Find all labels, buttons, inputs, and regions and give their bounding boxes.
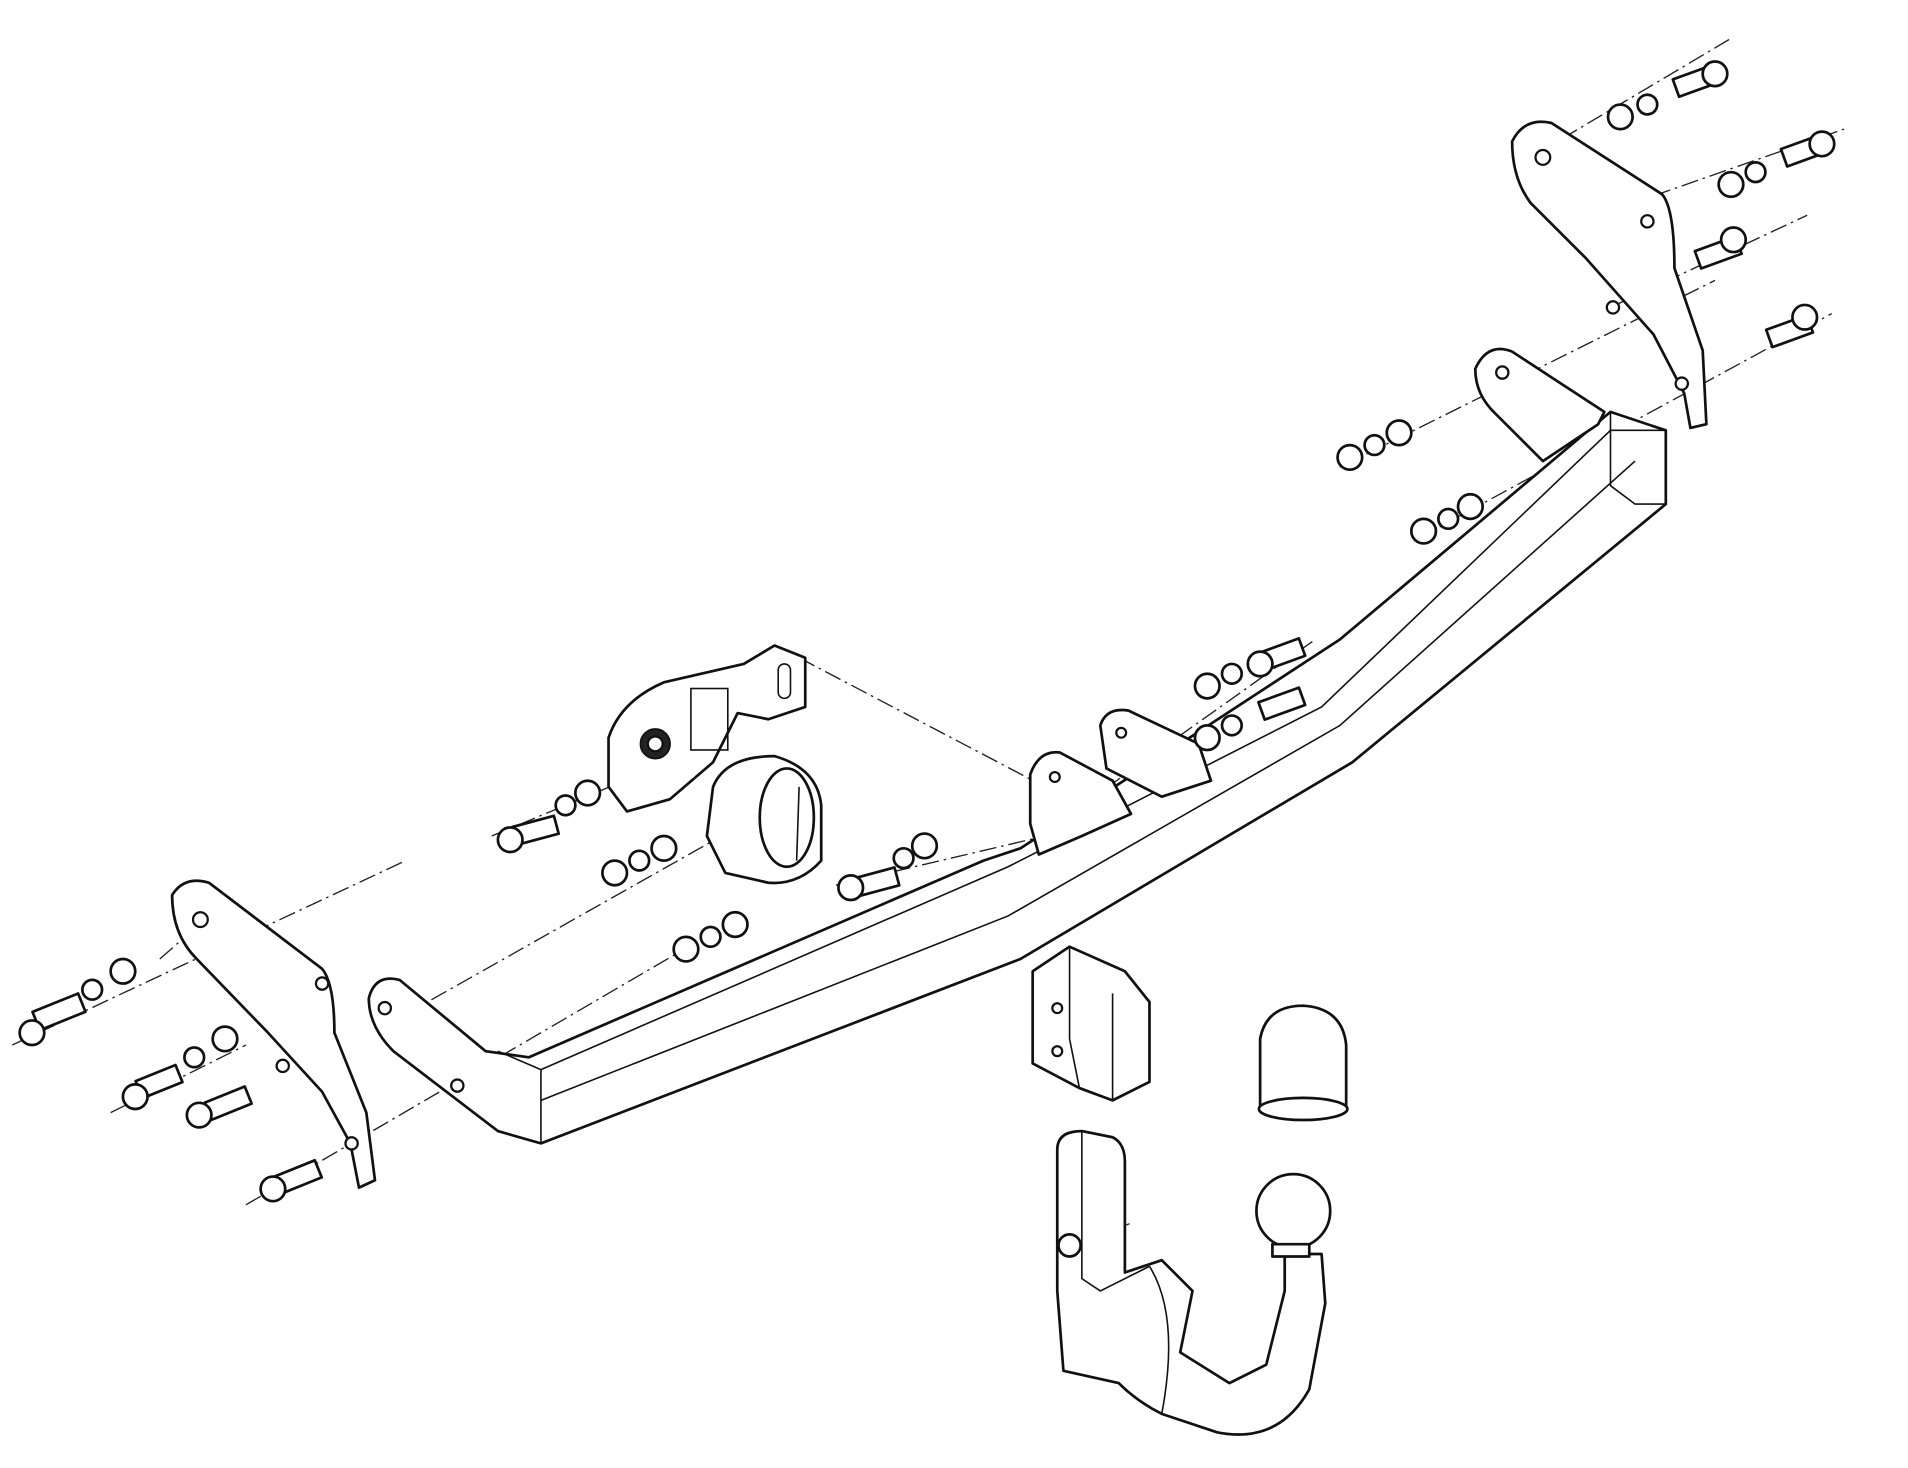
locking-pin (1057, 1233, 1082, 1258)
washer (1717, 170, 1745, 199)
tow-ball-neck (1055, 1129, 1332, 1436)
washer (910, 832, 939, 860)
washer (1193, 672, 1221, 700)
bolt (1671, 60, 1729, 99)
nut (650, 834, 678, 862)
bolt (837, 866, 901, 902)
washer (109, 957, 137, 985)
washer (554, 794, 577, 817)
right-vehicle-plate (1510, 120, 1708, 430)
washer (81, 978, 104, 1001)
washer (1437, 507, 1460, 531)
bolt (1764, 303, 1819, 349)
washer (573, 779, 602, 807)
washer (1193, 724, 1221, 752)
left-vehicle-plate (170, 879, 377, 1189)
bolt (259, 1158, 324, 1203)
nut (721, 910, 749, 939)
washer (699, 925, 722, 949)
washer (628, 849, 651, 872)
bolt (18, 992, 87, 1047)
washer (1606, 103, 1634, 131)
hitch-receiver (1031, 945, 1151, 1102)
nut (1409, 517, 1438, 545)
socket-bracket (607, 644, 807, 813)
bolt (496, 814, 561, 854)
washer (211, 1025, 239, 1053)
bolt (185, 1085, 253, 1129)
washer (183, 1046, 206, 1069)
nut (1336, 443, 1364, 472)
bolt (121, 1063, 184, 1111)
washer (1220, 662, 1244, 685)
washer (1385, 419, 1413, 447)
main-crossbar (367, 347, 1668, 1145)
fasteners (18, 60, 1836, 1203)
bolt (1246, 637, 1307, 678)
washer (1744, 160, 1767, 184)
bolt (1693, 226, 1748, 270)
washer (1636, 93, 1659, 116)
bolt (1257, 686, 1307, 722)
washer (892, 846, 915, 870)
washer (1456, 492, 1484, 521)
washer (1363, 433, 1386, 457)
bolt (1779, 130, 1836, 168)
washer (601, 859, 629, 887)
trailer-socket (705, 754, 823, 885)
washer (1220, 714, 1244, 737)
ball-cover-cap (1257, 1004, 1349, 1122)
washer (672, 935, 700, 963)
